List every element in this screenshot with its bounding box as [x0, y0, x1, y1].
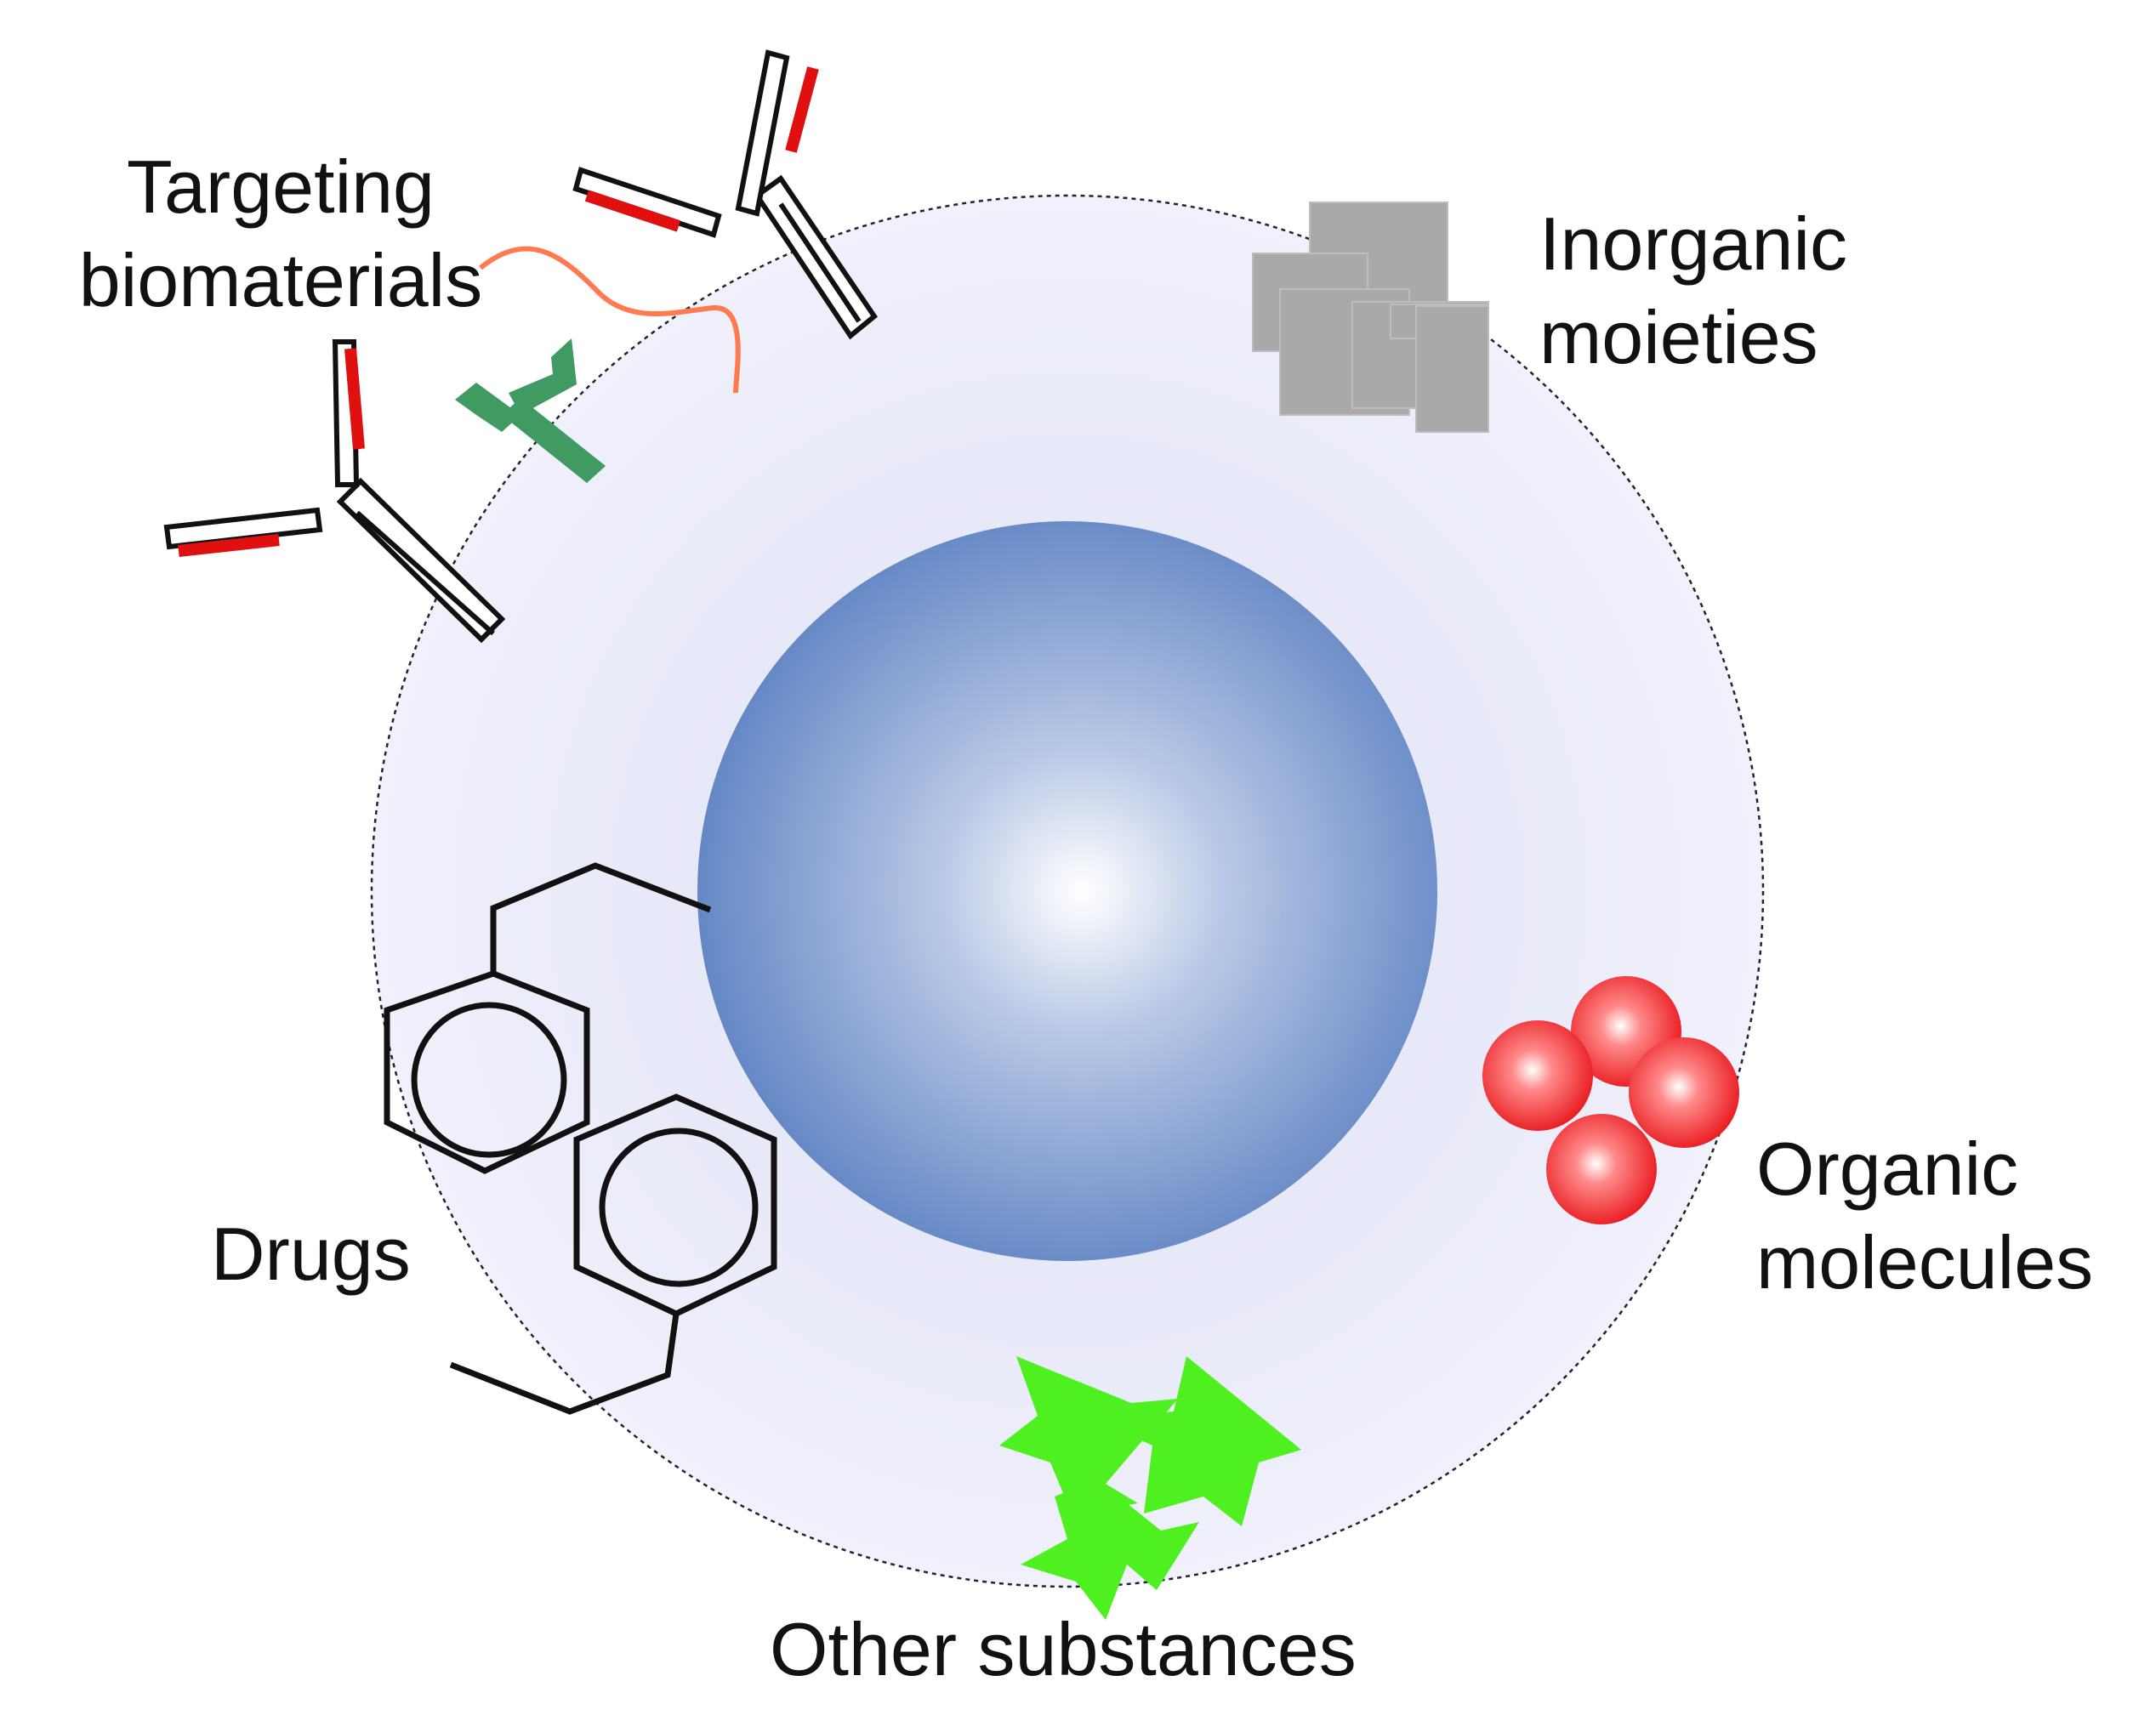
inorganic-moieties-label: Inorganic moieties — [1539, 197, 1847, 384]
other-substances-label: Other substances — [770, 1607, 1357, 1691]
peptide-icon — [479, 246, 741, 394]
drug-molecule-icon — [384, 862, 777, 1415]
targeting-label-line-1: Targeting — [126, 145, 435, 229]
antibody-icon-2 — [163, 339, 506, 644]
drugs-label: Drugs — [211, 1212, 411, 1296]
organic-molecules-icon — [1482, 976, 1739, 1224]
inorganic-moieties-icon — [1252, 202, 1489, 433]
nanoparticle-core — [697, 521, 1437, 1261]
aptamer-icon — [455, 338, 606, 483]
targeting-label-line-2: biomaterials — [78, 238, 483, 322]
organic-label-line-1: Organic — [1756, 1127, 2019, 1211]
antibody-icon-1 — [572, 49, 879, 340]
inorganic-label-line-2: moieties — [1539, 295, 1818, 379]
inorganic-label-line-1: Inorganic — [1539, 202, 1848, 286]
other-substances-icon — [999, 1356, 1301, 1620]
targeting-biomaterials-label: Targeting biomaterials — [34, 140, 527, 327]
organic-molecules-label: Organic molecules — [1756, 1122, 2093, 1309]
organic-label-line-2: molecules — [1756, 1220, 2094, 1304]
